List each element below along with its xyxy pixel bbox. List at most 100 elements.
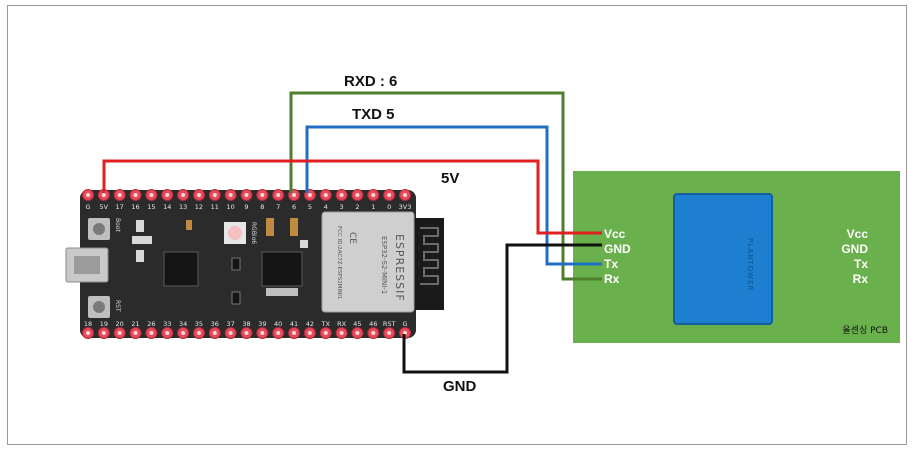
top-pin-label: 6 xyxy=(292,203,296,211)
rgb-led-lens xyxy=(228,226,242,240)
module-model: ESP32-S2-MINI-1 xyxy=(380,236,388,294)
bottom-pin-label: 35 xyxy=(195,320,203,328)
top-pin-pad-hole xyxy=(276,193,281,197)
rst-label: RST xyxy=(114,300,121,312)
top-pin-pad-hole xyxy=(181,193,186,197)
top-pin-pad-hole xyxy=(165,193,170,197)
top-pin-label: 14 xyxy=(163,203,171,211)
bottom-pin-label: 46 xyxy=(369,320,377,328)
sensor-brand: PLANTOWER xyxy=(746,238,754,291)
pcb-pin-rx-right: Rx xyxy=(853,272,869,286)
bottom-pin-pad-hole xyxy=(292,331,297,335)
pcb-pin-vcc-left: Vcc xyxy=(604,227,626,241)
top-pin-pad-hole xyxy=(371,193,376,197)
bottom-pin-label: 20 xyxy=(116,320,124,328)
bottom-pin-label: 34 xyxy=(179,320,187,328)
bottom-pin-label: 41 xyxy=(290,320,298,328)
pcb-pin-gnd-right: GND xyxy=(841,242,868,256)
pcb-pin-tx-left: Tx xyxy=(604,257,618,271)
smd-component xyxy=(300,240,308,248)
top-pin-label: 17 xyxy=(116,203,124,211)
bottom-pin-pad-hole xyxy=(307,331,312,335)
bottom-pin-pad-hole xyxy=(149,331,154,335)
top-pin-label: 12 xyxy=(195,203,203,211)
bottom-pin-pad-hole xyxy=(212,331,217,335)
boot-button-cap xyxy=(93,223,105,235)
top-pin-label: 9 xyxy=(244,203,248,211)
top-pin-label: 7 xyxy=(276,203,280,211)
pcb-pin-tx-right: Tx xyxy=(854,257,868,271)
antenna-trace xyxy=(420,227,439,285)
top-pin-label: G xyxy=(85,203,90,211)
antenna-area xyxy=(414,218,444,310)
top-pin-label: 4 xyxy=(324,203,328,211)
top-pin-label: 8 xyxy=(260,203,264,211)
bottom-pin-pad-hole xyxy=(133,331,138,335)
bottom-pin-pad-hole xyxy=(387,331,392,335)
top-pin-pad-hole xyxy=(387,193,392,197)
dust-sensor-module xyxy=(673,193,773,325)
top-pin-pad-hole xyxy=(292,193,297,197)
regulator-tab xyxy=(266,288,298,296)
bottom-pin-pad-hole xyxy=(86,331,90,335)
rxd-wire xyxy=(289,91,602,281)
bottom-pin-label: RX xyxy=(337,320,347,328)
top-pin-label: 11 xyxy=(211,203,219,211)
gnd-label: GND xyxy=(443,378,477,395)
bottom-pin-label: 40 xyxy=(274,320,282,328)
top-pin-label: 1 xyxy=(371,203,375,211)
top-pin-label: 5V xyxy=(100,203,109,211)
vcc-wire xyxy=(102,159,602,235)
smd-component xyxy=(136,250,144,262)
top-pin-pad-hole xyxy=(403,193,407,197)
esp-module xyxy=(321,211,415,313)
smd-component xyxy=(136,220,144,232)
smd-component xyxy=(132,236,152,244)
top-pin-pad-hole xyxy=(101,193,106,197)
smd-component xyxy=(266,218,274,236)
bottom-pin-label: 36 xyxy=(211,320,219,328)
top-pin-label: 2 xyxy=(355,203,359,211)
top-pin-pad-hole xyxy=(339,193,344,197)
module-brand: ESPRESSIF xyxy=(393,234,406,302)
top-pin-label: 13 xyxy=(179,203,187,211)
bottom-pin-label: G xyxy=(402,320,407,328)
module-fcc: FCC ID:2AC7Z-ESPS2MINI1 xyxy=(336,226,342,299)
bottom-pin-label: 21 xyxy=(131,320,139,328)
bottom-pin-pad-hole xyxy=(355,331,360,335)
bottom-pin-pad-hole xyxy=(260,331,265,335)
top-pin-label: 0 xyxy=(387,203,391,211)
module-ce-mark: CE xyxy=(347,232,357,244)
top-pin-pad-hole xyxy=(260,193,265,197)
top-pin-pad-hole xyxy=(212,193,217,197)
bottom-pin-label: 38 xyxy=(242,320,250,328)
bottom-pin-pad-hole xyxy=(371,331,376,335)
bottom-pin-label: 19 xyxy=(100,320,108,328)
top-pin-label: 16 xyxy=(131,203,139,211)
pcb-pin-vcc-right: Vcc xyxy=(847,227,869,241)
usb-chip xyxy=(163,251,199,287)
top-pin-pad-hole xyxy=(307,193,312,197)
smd-component xyxy=(186,220,192,230)
bottom-pin-pad-hole xyxy=(323,331,328,335)
smd-component xyxy=(290,218,298,236)
bottom-pin-label: RST xyxy=(383,320,396,328)
boot-label: Boot xyxy=(114,218,121,232)
bottom-pin-pad-hole xyxy=(117,331,122,335)
bottom-pin-pad-hole xyxy=(165,331,170,335)
bottom-pin-label: 45 xyxy=(353,320,361,328)
top-pin-pad-hole xyxy=(149,193,154,197)
pcb-name: 올센싱 PCB xyxy=(842,325,888,336)
top-pin-pad-hole xyxy=(196,193,201,197)
rst-button-cap xyxy=(93,301,105,313)
vcc-label: 5V xyxy=(441,170,459,187)
smd-component xyxy=(231,291,241,305)
smd-component xyxy=(231,257,241,271)
bottom-pin-label: TX xyxy=(321,320,331,328)
sensor-pcb: PLANTOWER Vcc GND Tx Rx Vcc GND Tx Rx 올센… xyxy=(573,171,900,343)
usb-port-inner xyxy=(74,256,100,274)
bottom-pin-label: 26 xyxy=(147,320,155,328)
